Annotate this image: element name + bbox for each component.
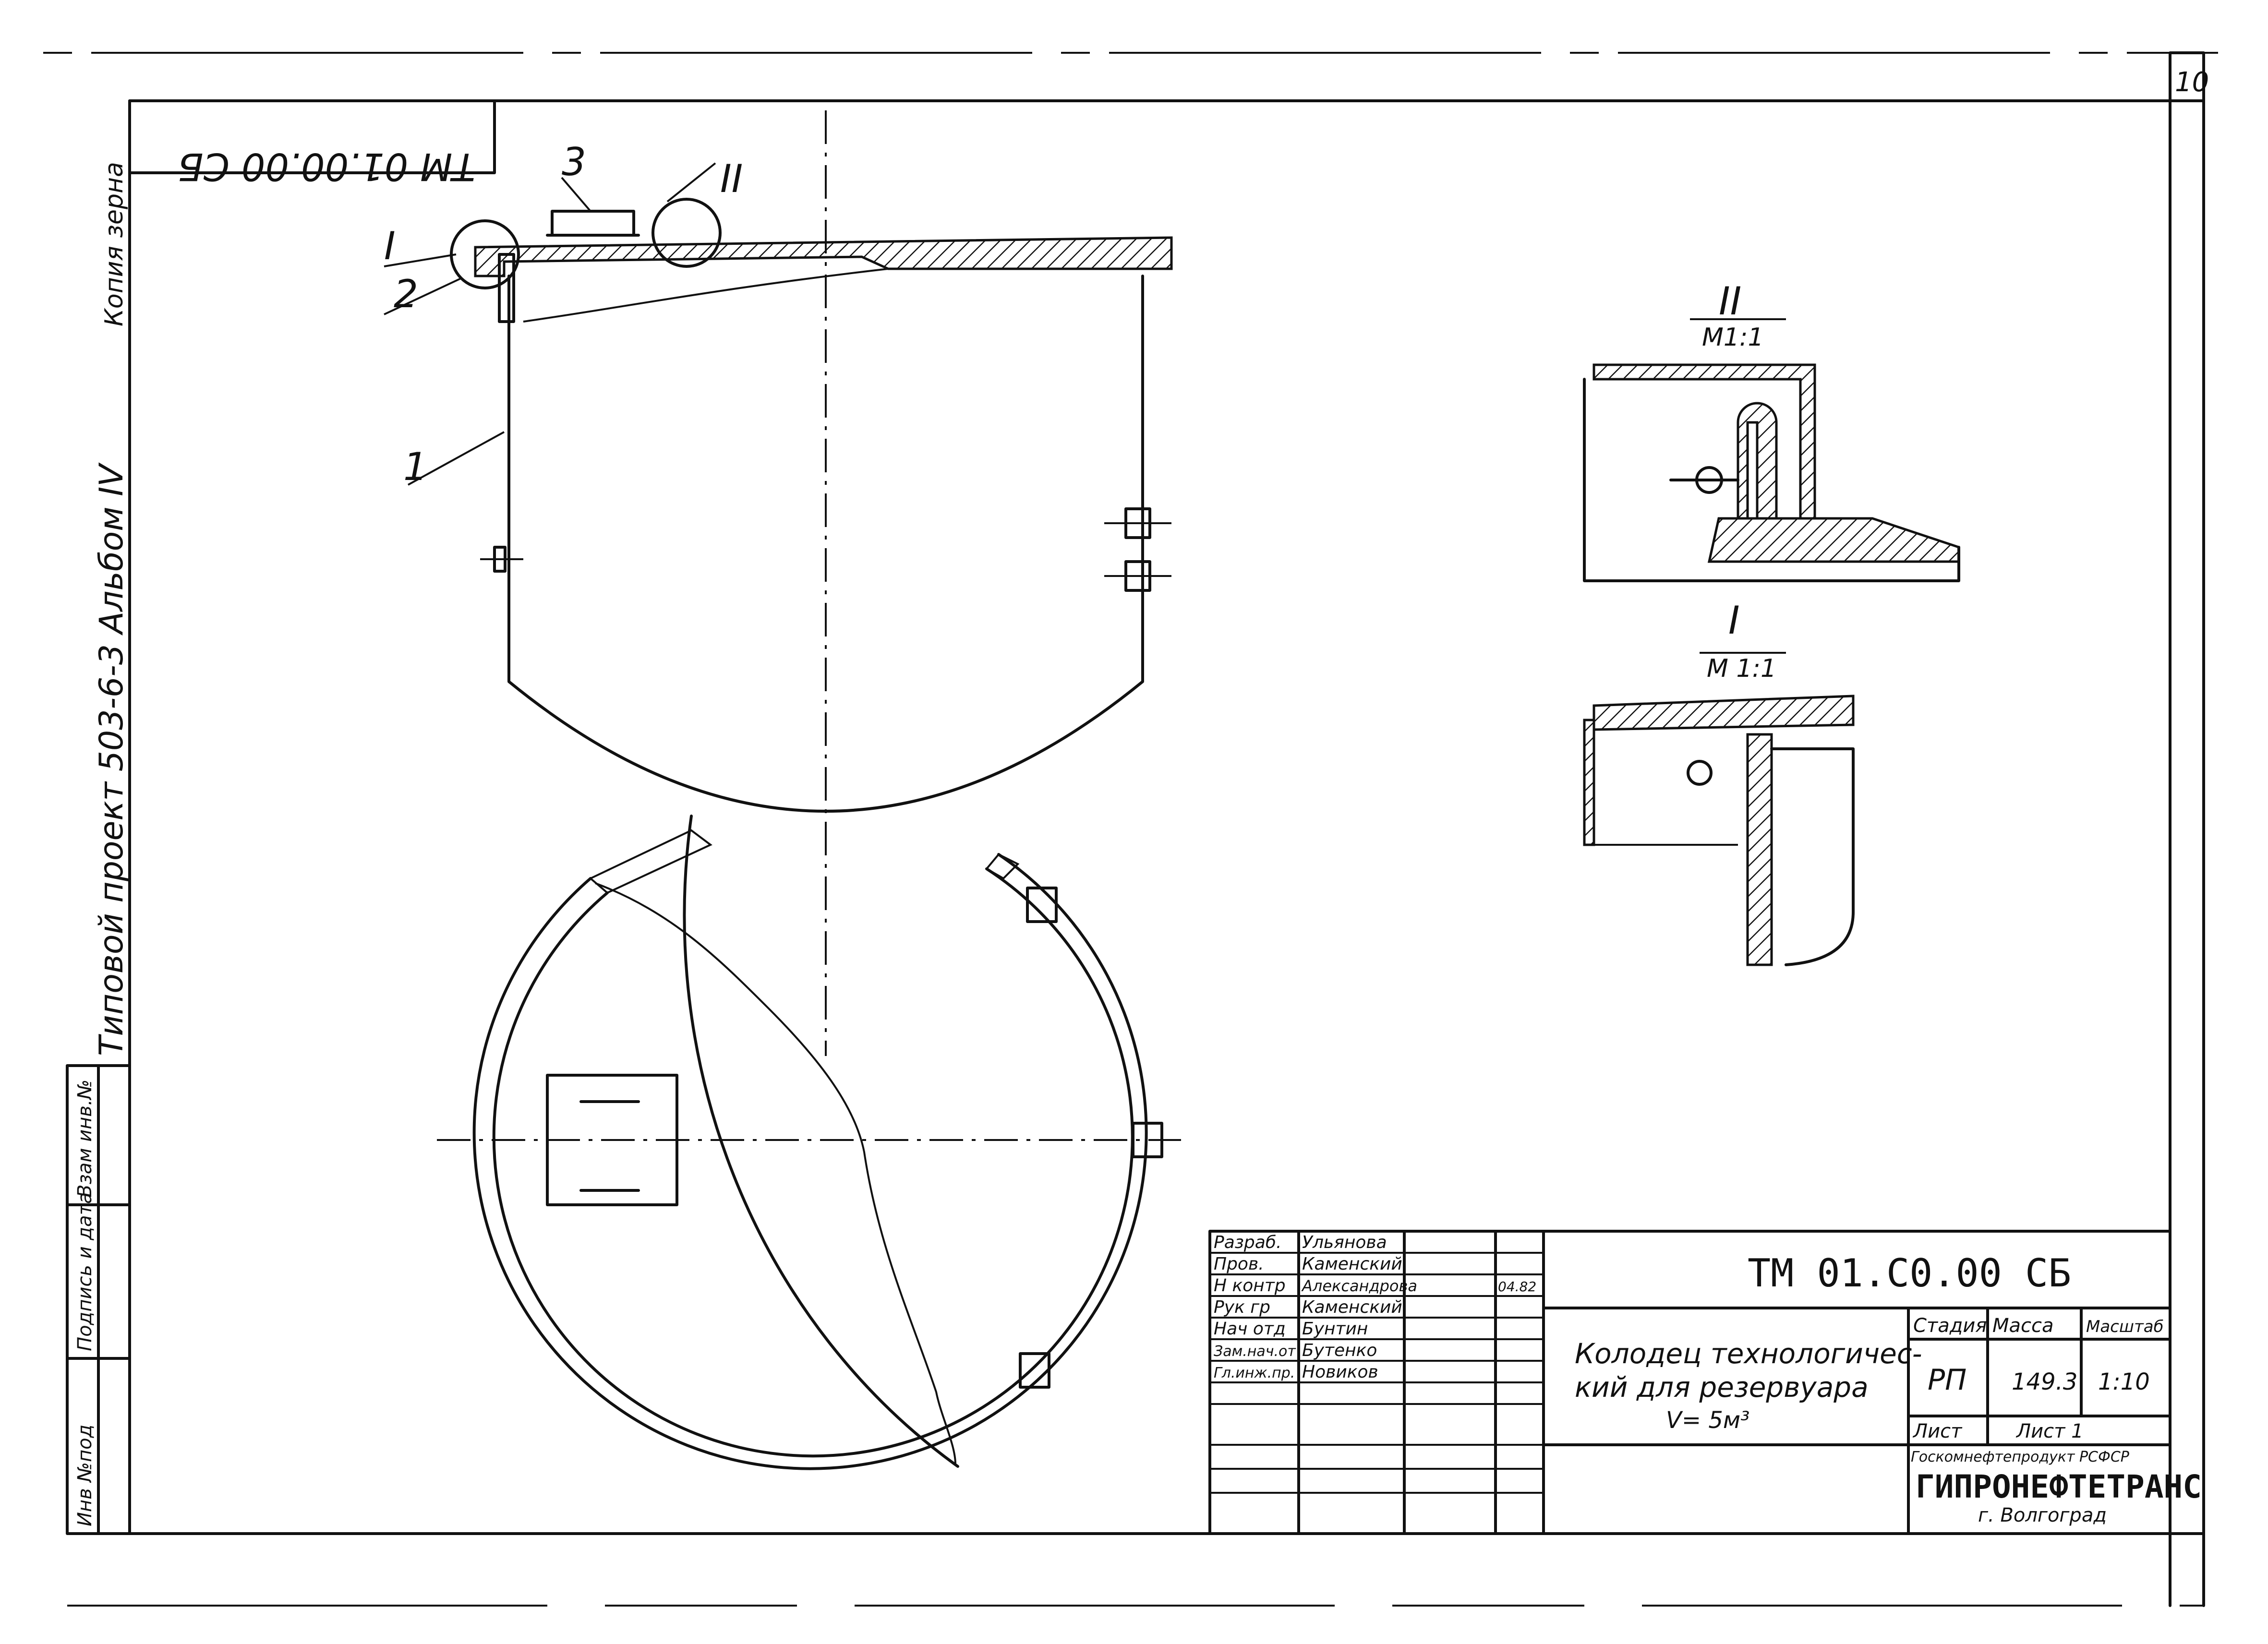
name-5: Бутенко: [1302, 1341, 1377, 1360]
strip-cell-replace: Взам инв.№: [74, 1080, 96, 1198]
description-line-1: Колодец технологичес-: [1575, 1337, 1922, 1370]
name-1: Каменский: [1302, 1254, 1402, 1274]
album-text: Типовой проект 503-6-3 Альбом IV Копия з…: [93, 162, 131, 1056]
scale-value: 1:10: [2098, 1368, 2150, 1395]
name-6: Новиков: [1302, 1362, 1378, 1382]
stage-header: Стадия: [1913, 1315, 1987, 1337]
detail-II: II М1:1: [1583, 279, 1960, 582]
date-2: 04.82: [1498, 1279, 1536, 1295]
name-3: Каменский: [1302, 1297, 1402, 1317]
label-part-2: 2: [394, 272, 418, 316]
sheets-label: Лист 1: [2015, 1420, 2084, 1442]
role-2: Н контр: [1214, 1276, 1286, 1296]
mass-header: Масса: [1992, 1315, 2054, 1337]
role-3: Рук гр: [1214, 1297, 1270, 1317]
detail-I: I М 1:1: [1583, 598, 1855, 966]
role-4: Нач отд: [1214, 1319, 1286, 1339]
name-4: Бунтин: [1302, 1319, 1368, 1339]
role-1: Пров.: [1214, 1254, 1264, 1274]
label-mark-II-top: II: [720, 156, 743, 201]
role-5: Зам.нач.от: [1214, 1343, 1296, 1360]
rotated-stamp: ТМ 01.00.00 СБ: [128, 99, 496, 188]
rotated-stamp-code: ТМ 01.00.00 СБ: [178, 144, 475, 188]
mass-value: 149.3: [2012, 1368, 2077, 1395]
role-0: Разраб.: [1214, 1233, 1281, 1252]
description-line-2: кий для резервуара: [1575, 1371, 1869, 1404]
strip-cell-inv: Инв №под: [74, 1425, 96, 1526]
document-code: ТМ 01.С0.00 СБ: [1748, 1251, 2071, 1296]
sheet-label: Лист: [1912, 1420, 1963, 1442]
label-part-1: 1: [403, 444, 428, 489]
strip-cell-sign: Подпись и дата: [74, 1192, 96, 1351]
detail-II-scale: М1:1: [1702, 323, 1764, 352]
detail-I-mark: I: [1728, 598, 1740, 643]
sheet-frame: [43, 52, 2218, 1607]
role-6: Гл.инж.пр.: [1214, 1365, 1295, 1381]
plan-view: [437, 815, 1181, 1470]
album-copy-line: Копия зерна: [100, 162, 129, 326]
page-number: 10: [2175, 67, 2209, 98]
org-line-1: Госкомнефтепродукт РСФСР: [1911, 1449, 2130, 1465]
page-number-box: 10: [2169, 51, 2209, 102]
detail-I-scale: М 1:1: [1707, 654, 1776, 683]
org-name: ГИПРОНЕФТЕТРАНС: [1916, 1468, 2202, 1505]
name-2: Александрова: [1301, 1277, 1417, 1295]
left-margin-strip: Инв №под Подпись и дата Взам инв.№: [66, 1064, 131, 1535]
detail-II-mark: II: [1719, 279, 1741, 324]
label-part-3: 3: [562, 140, 586, 184]
description-line-3: V= 5м³: [1666, 1407, 1749, 1434]
scale-header: Масштаб: [2086, 1317, 2164, 1336]
title-block: Разраб. Ульянова Пров. Каменский Н контр…: [1208, 1230, 2202, 1535]
elevation-view: 3 II I 2 1: [384, 110, 1173, 1056]
label-mark-I: I: [384, 224, 396, 268]
album-title-line: Типовой проект 503-6-3 Альбом IV: [93, 462, 131, 1056]
org-city: г. Волгоград: [1978, 1504, 2107, 1526]
name-0: Ульянова: [1302, 1233, 1387, 1252]
stage-value: РП: [1928, 1363, 1966, 1397]
